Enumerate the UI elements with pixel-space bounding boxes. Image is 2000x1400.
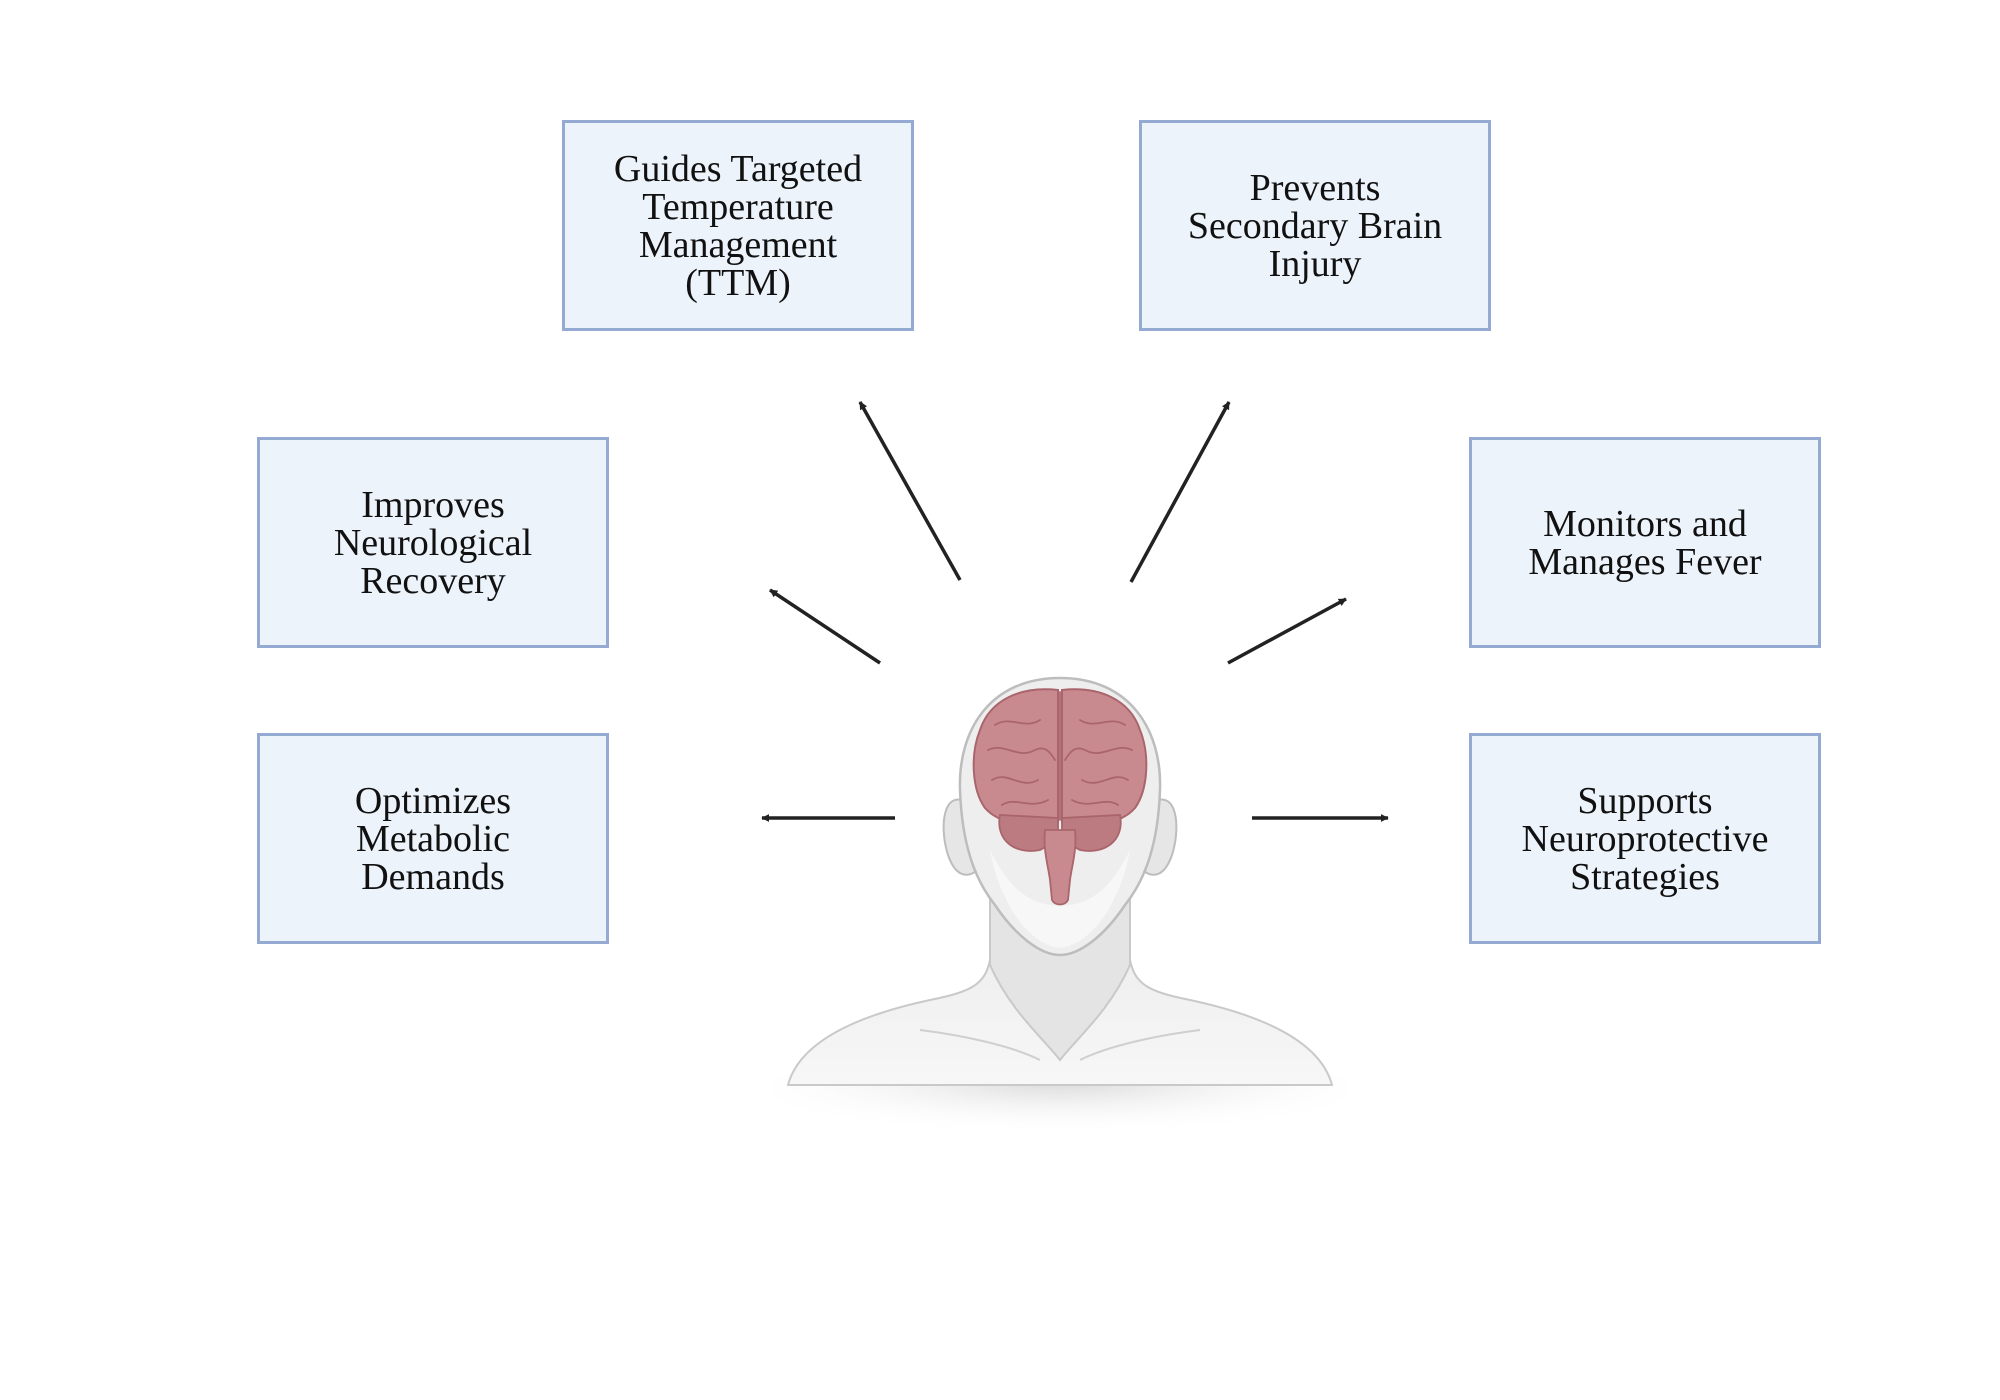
- arrow-to-fever: [1227, 597, 1347, 665]
- box-monitors-fever: Monitors and Manages Fever: [1469, 437, 1821, 648]
- arrow-to-recovery: [769, 588, 881, 665]
- box-fever-text: Monitors and Manages Fever: [1528, 502, 1762, 583]
- box-guides-ttm: Guides Targeted Temperature Management (…: [562, 120, 914, 331]
- box-recovery-text: Improves Neurological Recovery: [333, 483, 533, 602]
- box-improves-recovery: Improves Neurological Recovery: [257, 437, 609, 648]
- arrow-to-ttm: [858, 401, 962, 581]
- arrows: [761, 401, 1389, 822]
- human-head-with-brain-icon: [770, 676, 1350, 1135]
- box-secondary-injury-text: Prevents Secondary Brain Injury: [1187, 166, 1443, 285]
- box-supports-neuroprotective: Supports Neuroprotective Strategies: [1469, 733, 1821, 944]
- box-metabolic-text: Optimizes Metabolic Demands: [354, 779, 512, 898]
- box-ttm-text: Guides Targeted Temperature Management (…: [613, 147, 863, 304]
- box-prevents-secondary-injury: Prevents Secondary Brain Injury: [1139, 120, 1491, 331]
- box-neuroprotective-text: Supports Neuroprotective Strategies: [1521, 779, 1769, 898]
- arrow-to-secondary-injury: [1129, 401, 1231, 583]
- box-optimizes-metabolic: Optimizes Metabolic Demands: [257, 733, 609, 944]
